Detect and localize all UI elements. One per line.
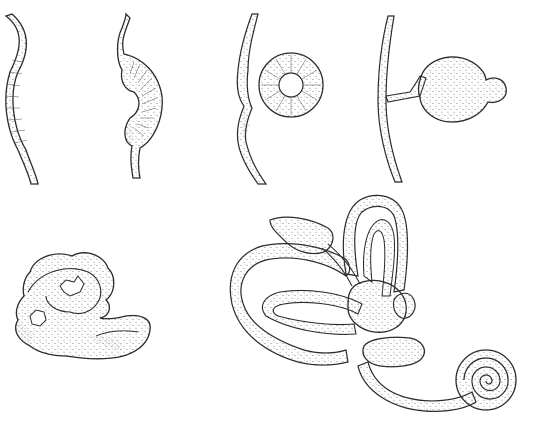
ampulla xyxy=(393,293,415,318)
stage-4-detached-vesicle xyxy=(378,16,506,182)
saccule xyxy=(363,337,424,366)
superior-canal xyxy=(343,195,407,292)
stage-6-mature-labyrinth xyxy=(230,195,516,411)
stage-1-otic-placode xyxy=(6,14,38,184)
cochlea-spiral xyxy=(456,350,516,410)
stage-5-early-labyrinth xyxy=(16,253,151,359)
stage-2-otic-pit xyxy=(118,14,163,178)
vesicle-lumen xyxy=(279,73,303,97)
stage-3-otic-vesicle xyxy=(237,14,323,184)
